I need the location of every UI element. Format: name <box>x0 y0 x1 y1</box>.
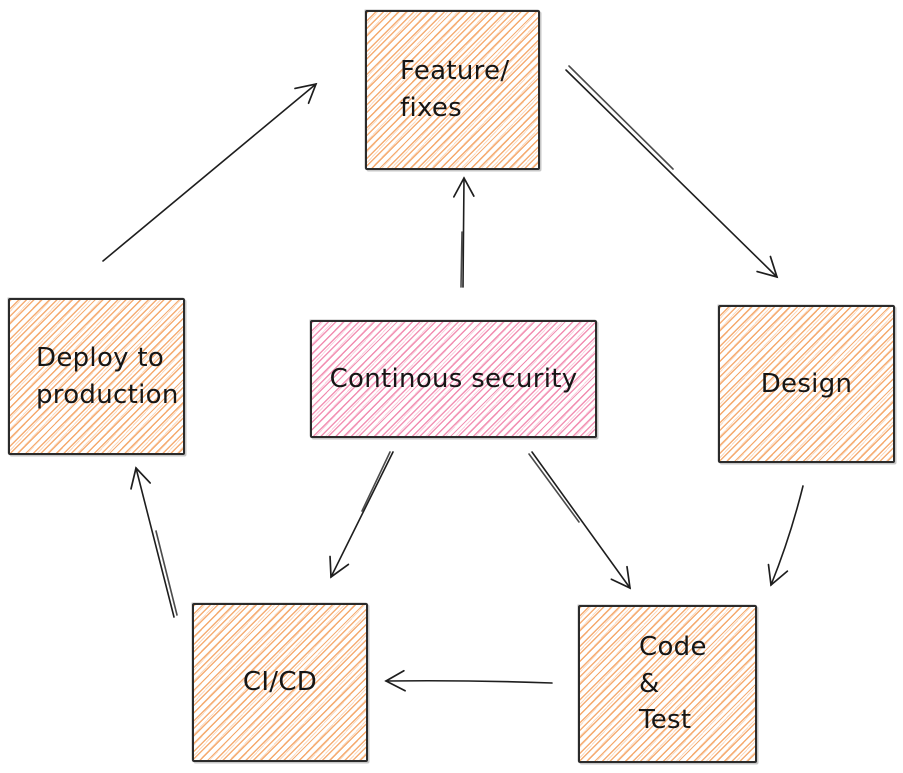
node-design-label: Design <box>761 366 853 403</box>
node-code-and-test-label: Code & Test <box>639 629 707 740</box>
arrow-cicd-to-deploy-sketch <box>155 530 178 616</box>
arrow-design-to-codetest <box>767 485 804 587</box>
arrow-security-to-feature-sketch <box>460 231 463 288</box>
node-code-and-test: Code & Test <box>578 605 757 763</box>
arrow-feature-to-design-sketch <box>568 65 674 170</box>
node-continous-security-label: Continous security <box>330 361 578 398</box>
arrow-security-to-cicd-sketch <box>361 451 391 512</box>
node-label-line: CI/CD <box>242 667 318 698</box>
node-label-line: Feature/ <box>400 56 510 87</box>
arrow-security-to-feature <box>452 176 475 288</box>
node-label-line: Deploy to <box>36 342 165 373</box>
node-label-line: Design <box>760 368 853 399</box>
node-label-line: & <box>639 668 660 699</box>
node-ci-cd: CI/CD <box>192 603 368 762</box>
arrow-feature-to-design <box>565 69 779 279</box>
arrow-cicd-to-deploy <box>130 466 175 618</box>
node-label-line: Code <box>639 631 707 662</box>
node-feature-fixes: Feature/ fixes <box>365 10 540 170</box>
node-deploy-to-production: Deploy to production <box>8 298 185 455</box>
node-continous-security: Continous security <box>310 320 597 438</box>
node-label-line: fixes <box>400 93 463 123</box>
node-ci-cd-label: CI/CD <box>243 664 317 701</box>
arrow-deploy-to-feature <box>102 82 318 262</box>
arrow-security-to-cicd <box>329 451 394 579</box>
node-label-line: Test <box>639 705 692 736</box>
arrow-security-to-codetest-sketch <box>528 453 580 523</box>
node-design: Design <box>718 305 895 463</box>
node-feature-fixes-label: Feature/ fixes <box>400 53 509 127</box>
arrow-codetest-to-cicd <box>384 669 553 692</box>
arrow-security-to-codetest <box>531 451 632 590</box>
node-label-line: production <box>36 379 179 410</box>
node-label-line: Continous security <box>329 363 578 394</box>
node-deploy-to-production-label: Deploy to production <box>36 340 179 414</box>
